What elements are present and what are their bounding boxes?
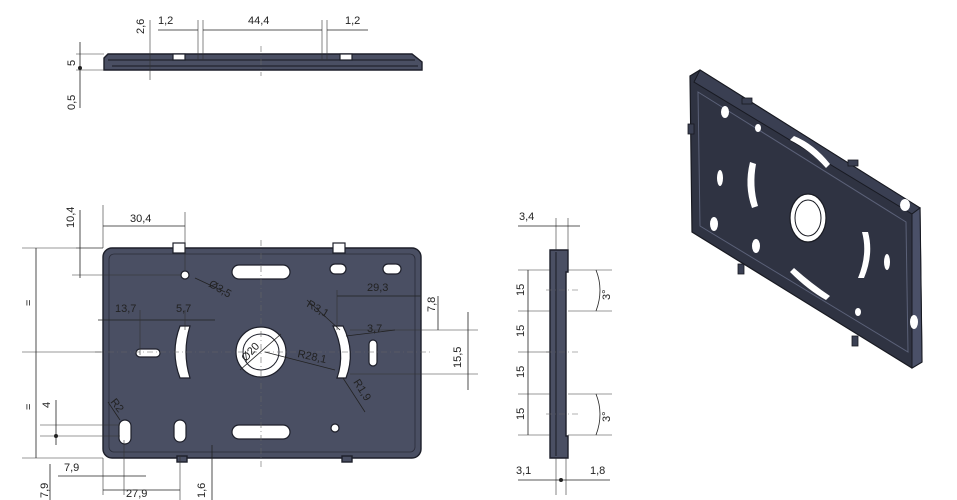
dim-1-8: 1,8: [590, 465, 605, 477]
top-view-profile: [103, 53, 423, 71]
dim-44-4: 44,4: [248, 15, 269, 27]
dim-4: 4: [41, 402, 53, 408]
dim-2-6: 2,6: [135, 19, 147, 34]
front-view: 10,4 30,4 = = Ø3,5 13,7 5,7 29,3 7,8 R3,…: [22, 205, 478, 500]
dim-3-4: 3,4: [519, 211, 534, 223]
dim-7-9-v: 7,9: [39, 483, 51, 498]
dim-r28-1: R28,1: [296, 348, 327, 366]
isometric-view: [687, 69, 923, 369]
dim-3-7: 3,7: [367, 323, 382, 335]
dim-1-2-right: 1,2: [345, 15, 360, 27]
dim-15-d: 15: [515, 408, 527, 420]
dim-10-4: 10,4: [65, 207, 77, 228]
dim-angle-bottom: 3°: [601, 411, 613, 422]
dim-29-3: 29,3: [367, 282, 388, 294]
dim-1-2-left: 1,2: [158, 15, 173, 27]
dim-0-5: 0,5: [66, 95, 78, 110]
dim-15-b: 15: [515, 325, 527, 337]
dim-15-c: 15: [515, 366, 527, 378]
side-view: 3,4 15 15 15 15 3° 3° 3,1 1,8: [515, 211, 613, 495]
dim-15-5: 15,5: [452, 347, 464, 368]
dim-5: 5: [66, 60, 78, 66]
dim-5-7: 5,7: [176, 303, 191, 315]
dim-30-4: 30,4: [130, 213, 151, 225]
iso-center-hole: [789, 193, 827, 243]
side-view-profile: [549, 249, 569, 459]
dim-angle-top: 3°: [601, 289, 613, 300]
dim-1-6: 1,6: [196, 483, 208, 498]
dim-equal-upper: =: [23, 300, 35, 306]
top-view: 2,6 1,2 44,4 1,2 5 0,5: [66, 15, 423, 110]
dim-7-8: 7,8: [426, 297, 438, 312]
dim-equal-lower: =: [23, 404, 35, 410]
dim-7-9-h: 7,9: [64, 462, 79, 474]
dim-13-7: 13,7: [115, 303, 136, 315]
dim-27-9: 27,9: [126, 488, 147, 500]
dim-3-1: 3,1: [516, 465, 531, 477]
dim-15-a: 15: [515, 284, 527, 296]
